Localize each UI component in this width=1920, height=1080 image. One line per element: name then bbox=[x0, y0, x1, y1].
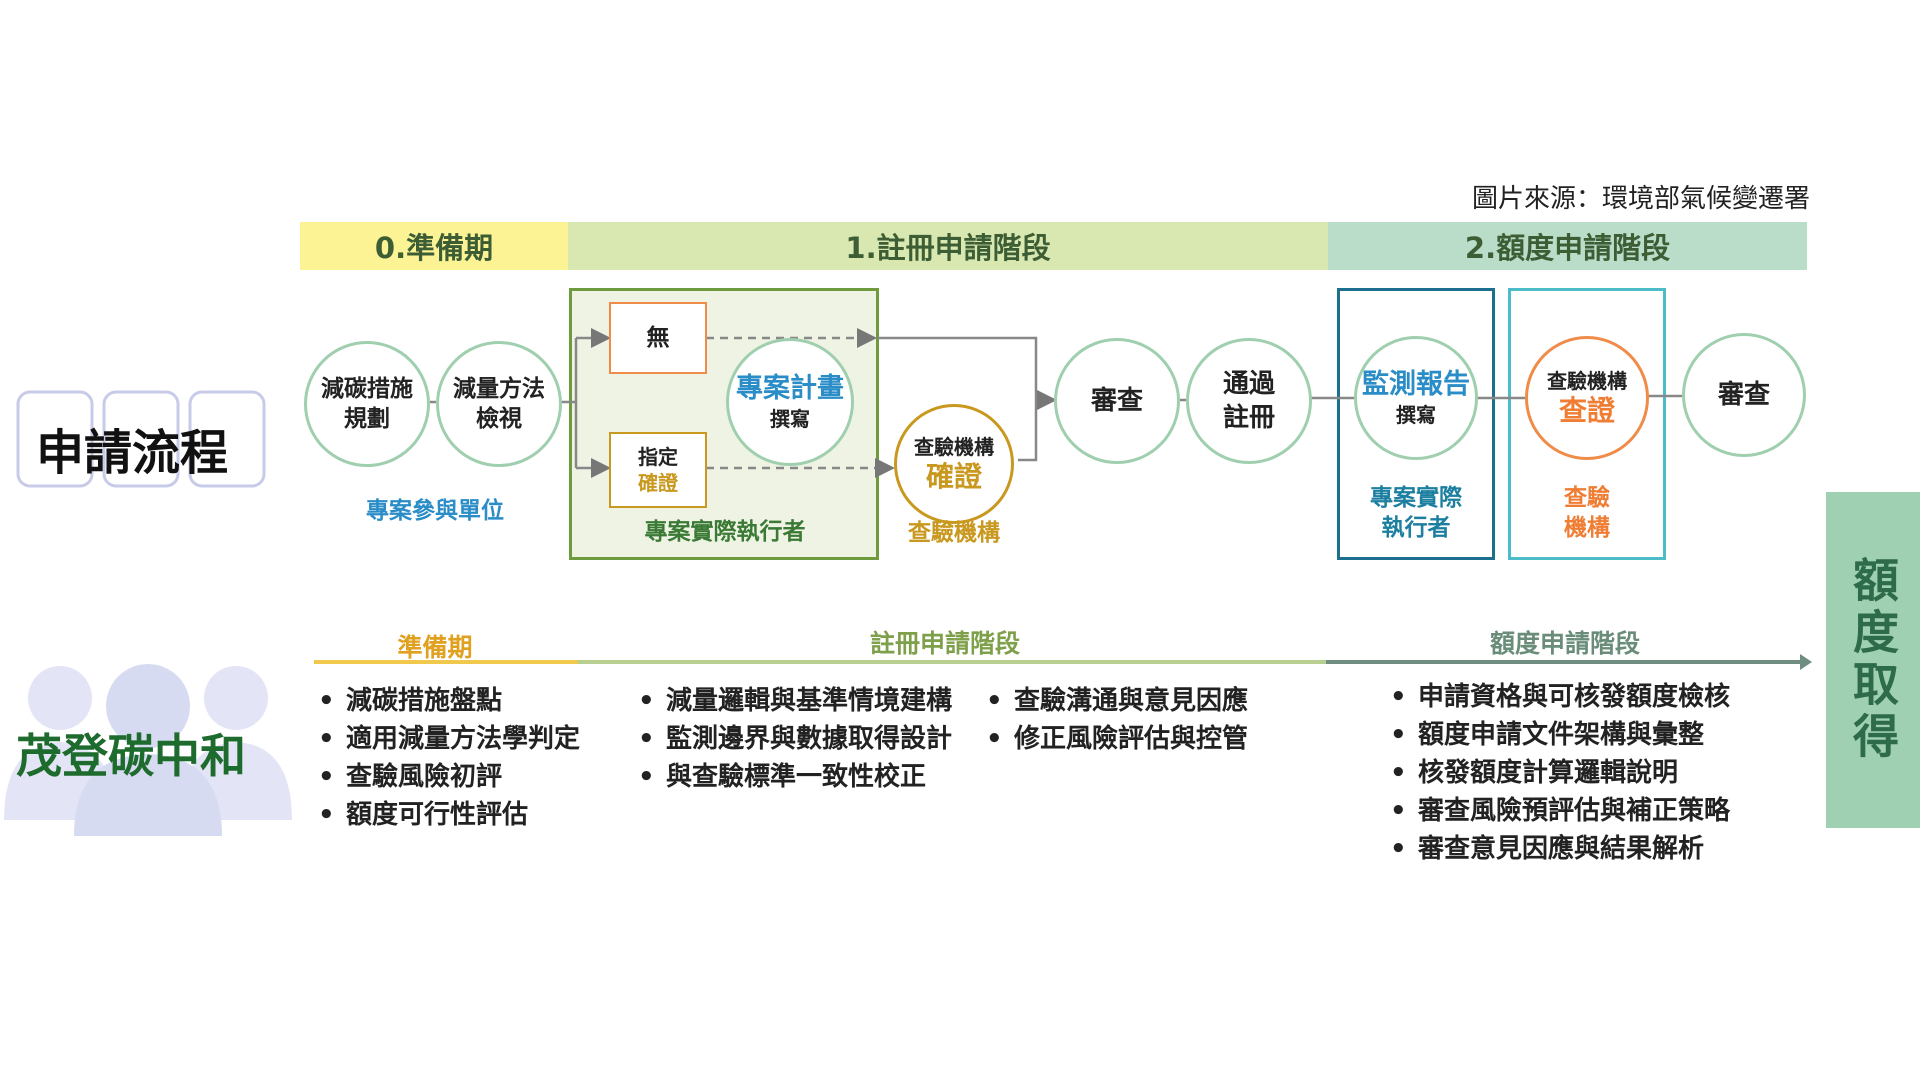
list-item: 監測邊界與數據取得設計 bbox=[632, 720, 952, 758]
credit-obtained-panel: 額度取得 bbox=[1826, 492, 1920, 828]
caption-monitor-executor: 專案實際 執行者 bbox=[1370, 485, 1462, 541]
plan-reduction-node: 減碳措施 規劃 bbox=[304, 341, 430, 467]
phase-band-registration: 1.註冊申請階段 bbox=[568, 222, 1328, 270]
review-node: 審查 bbox=[1054, 338, 1180, 464]
list-item: 與查驗標準一致性校正 bbox=[632, 758, 952, 796]
list-item: 額度可行性評估 bbox=[312, 796, 580, 834]
final-review-node: 審查 bbox=[1682, 333, 1806, 457]
people-group-icon bbox=[4, 664, 292, 836]
list-item: 減量邏輯與基準情境建構 bbox=[632, 682, 952, 720]
monitoring-report-node: 監測報告 撰寫 bbox=[1354, 336, 1478, 460]
registration-task-list-b: 查驗溝通與意見因應 修正風險評估與控管 bbox=[980, 682, 1248, 758]
list-item: 審查意見因應與結果解析 bbox=[1384, 830, 1730, 868]
verification-box bbox=[1508, 288, 1666, 560]
option-designate-box: 指定 確證 bbox=[609, 432, 707, 508]
list-item: 查驗溝通與意見因應 bbox=[980, 682, 1248, 720]
monitoring-report-box bbox=[1337, 288, 1495, 560]
process-title: 申請流程 bbox=[36, 425, 229, 481]
caption-verification-body: 查驗 機構 bbox=[1564, 485, 1610, 541]
prep-task-list: 減碳措施盤點 適用減量方法學判定 查驗風險初評 額度可行性評估 bbox=[312, 682, 580, 834]
verification-node: 查驗機構 查證 bbox=[1525, 336, 1649, 460]
caption-verifier: 查驗機構 bbox=[908, 520, 1000, 546]
caption-executor: 專案實際執行者 bbox=[644, 519, 806, 545]
option-none-box: 無 bbox=[609, 302, 707, 374]
process-title-frame bbox=[16, 390, 266, 488]
phase-band-credit: 2.額度申請階段 bbox=[1328, 222, 1807, 270]
caption-participants: 專案參與單位 bbox=[366, 498, 504, 524]
validation-node: 查驗機構 確證 bbox=[894, 404, 1014, 524]
list-item: 適用減量方法學判定 bbox=[312, 720, 580, 758]
list-item: 額度申請文件架構與彙整 bbox=[1384, 716, 1730, 754]
credit-task-list: 申請資格與可核發額度檢核 額度申請文件架構與彙整 核發額度計算邏輯說明 審查風險… bbox=[1384, 678, 1730, 868]
timeline-label-registration: 註冊申請階段 bbox=[869, 629, 1020, 658]
project-plan-node: 專案計畫 撰寫 bbox=[726, 338, 854, 466]
timeline-label-credit: 額度申請階段 bbox=[1489, 629, 1640, 658]
list-item: 申請資格與可核發額度檢核 bbox=[1384, 678, 1730, 716]
list-item: 查驗風險初評 bbox=[312, 758, 580, 796]
registration-task-list-a: 減量邏輯與基準情境建構 監測邊界與數據取得設計 與查驗標準一致性校正 bbox=[632, 682, 952, 796]
list-item: 修正風險評估與控管 bbox=[980, 720, 1248, 758]
registration-node: 通過 註冊 bbox=[1186, 338, 1312, 464]
list-item: 減碳措施盤點 bbox=[312, 682, 580, 720]
list-item: 核發額度計算邏輯說明 bbox=[1384, 754, 1730, 792]
phase-band-prep: 0.準備期 bbox=[300, 222, 568, 270]
image-source-note: 圖片來源：環境部氣候變遷署 bbox=[1471, 184, 1810, 214]
timeline-label-prep: 準備期 bbox=[397, 633, 473, 662]
list-item: 審查風險預評估與補正策略 bbox=[1384, 792, 1730, 830]
methodology-review-node: 減量方法 檢視 bbox=[436, 341, 562, 467]
company-name: 茂登碳中和 bbox=[16, 729, 246, 783]
